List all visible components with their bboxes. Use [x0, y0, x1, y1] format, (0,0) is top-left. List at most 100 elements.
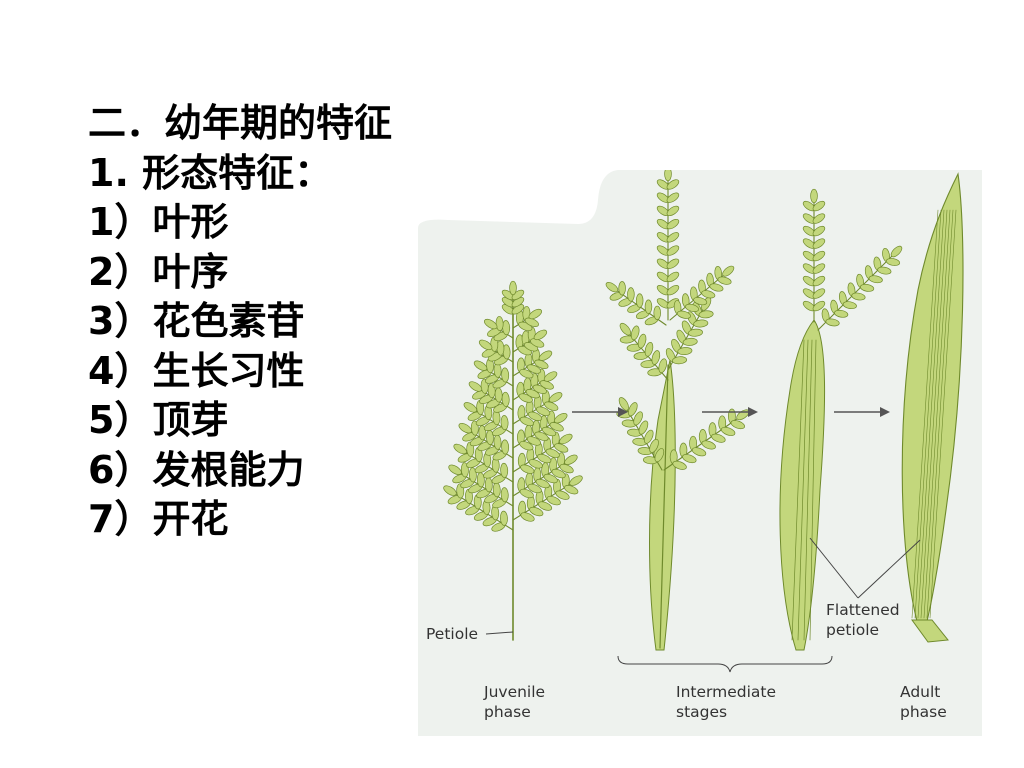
leaflet [834, 309, 849, 318]
leaflet [658, 358, 668, 374]
phyllode-vein [929, 209, 957, 619]
leaflet [468, 381, 483, 392]
leaflet [701, 440, 716, 450]
leaflet [564, 454, 578, 466]
leaflet [544, 401, 559, 411]
leaflet [499, 510, 508, 526]
leaflet [666, 271, 680, 283]
leaflet [890, 245, 903, 258]
leaflet [644, 341, 654, 357]
leaflet [685, 303, 700, 312]
leaflet [812, 225, 826, 237]
leaflet [538, 350, 553, 361]
flattened-leader-2 [857, 539, 921, 599]
leaflet [605, 282, 619, 293]
leaflet [618, 281, 626, 296]
leaflet [851, 292, 866, 301]
leaflet [520, 512, 535, 522]
flattened-petiole-label-2: petiole [826, 621, 879, 639]
leaf-development-figure: Petiole Flattened petiole Juvenile phase… [418, 170, 982, 736]
leaflet [500, 462, 509, 478]
flattened-leader-1 [809, 537, 859, 599]
leaflet [539, 380, 554, 390]
leaflet [453, 443, 467, 455]
intermediate-label-2: stages [676, 703, 727, 721]
list-item: 2）叶序 [88, 249, 229, 294]
leaflet [633, 411, 643, 426]
leaflet [484, 318, 498, 330]
leaflet [682, 454, 697, 464]
leaflet [701, 290, 716, 299]
leaflet [519, 416, 534, 427]
leaflet [528, 308, 542, 320]
leaflet [545, 448, 560, 458]
phyllode-vein [920, 209, 948, 619]
leaflet [554, 443, 569, 453]
leaflet [664, 170, 672, 182]
leaflet [653, 305, 661, 321]
leaflet [536, 406, 551, 416]
leaflet [551, 468, 566, 479]
leaflet [519, 441, 534, 451]
phyllode-vein [809, 339, 817, 641]
leaflet [711, 433, 726, 443]
leaflet [637, 333, 647, 349]
leaflet [693, 297, 708, 306]
intermediate-rachis-1 [659, 364, 669, 649]
leaflet [569, 475, 583, 486]
leaflet [529, 506, 544, 517]
leaflet [458, 422, 472, 434]
intermediate-label-1: Intermediate [676, 683, 776, 701]
slide-subheading: 1. 形态特征： [88, 150, 333, 195]
leaflet [534, 359, 549, 369]
leaflet [463, 402, 478, 413]
leaflet [519, 369, 534, 379]
adult-phyllode [901, 172, 964, 626]
leaflet [691, 447, 707, 457]
leaflet [559, 463, 574, 474]
leaflet [842, 301, 857, 310]
juvenile-label-1: Juvenile [483, 683, 545, 701]
arrows [572, 407, 890, 417]
leaflet [630, 325, 640, 341]
leaflet [717, 276, 732, 285]
leaflet [730, 420, 745, 430]
adult-label-1: Adult [900, 683, 940, 701]
leaflet [548, 392, 563, 403]
leaflet [478, 339, 493, 351]
leaflet [812, 263, 826, 274]
leaflet [644, 299, 653, 314]
leaflet [812, 200, 826, 212]
leaflet [473, 360, 488, 371]
leaflet [666, 232, 680, 243]
leaflet [537, 453, 552, 464]
intermediate-brace [617, 655, 833, 673]
leaflet [537, 501, 553, 511]
leaflet [619, 322, 632, 336]
leaflet [535, 478, 550, 489]
leaflet [559, 433, 573, 445]
arrow-1-head [618, 407, 628, 417]
flattened-petiole-label-1: Flattened [826, 601, 900, 619]
leaflet [533, 329, 548, 341]
leaflet [812, 213, 826, 224]
leaf-illustration: Petiole Flattened petiole Juvenile phase… [418, 170, 982, 736]
slide-heading: 二．幼年期的特征 [88, 101, 393, 145]
leaflet [682, 337, 698, 346]
leaflet [666, 245, 680, 256]
leaflet [526, 436, 542, 446]
list-item: 6）发根能力 [88, 447, 305, 492]
leaflet [649, 438, 659, 453]
juvenile-label-2: phase [484, 703, 531, 721]
leaflet [501, 367, 510, 383]
phyllode-vein [914, 209, 942, 619]
leaflet [688, 328, 703, 337]
leaflet [443, 485, 457, 496]
phyllode-vein [911, 209, 939, 619]
list-item: 1）叶形 [88, 200, 229, 244]
list-item: 3）花色素苷 [88, 299, 305, 343]
leaflet [693, 319, 709, 328]
leaflet [666, 179, 680, 190]
adult-petiole-base [911, 619, 949, 643]
leaflet [638, 420, 649, 435]
